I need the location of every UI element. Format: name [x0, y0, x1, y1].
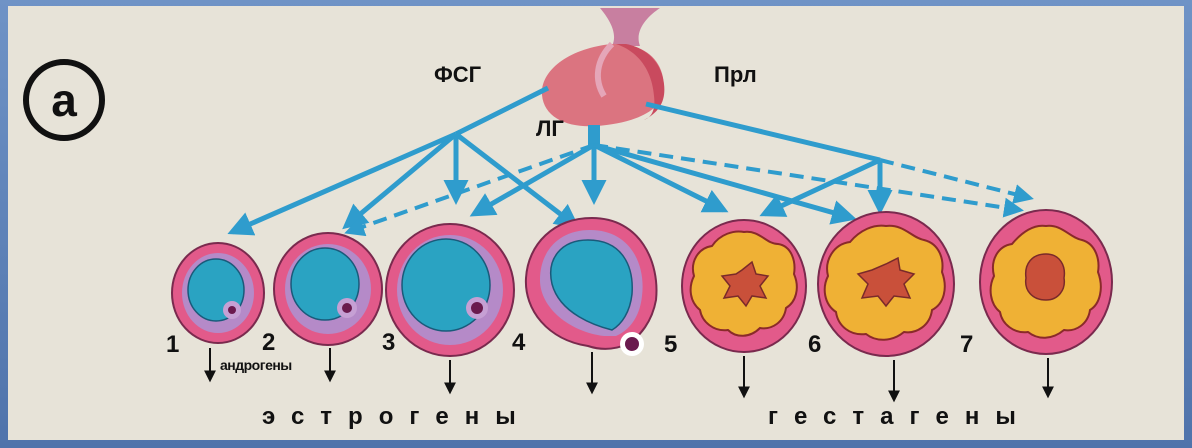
panel-label: а [51, 74, 77, 126]
follicle-stage-4 [526, 218, 657, 356]
follicle-stage-3 [386, 224, 514, 356]
prl-label: Прл [714, 62, 757, 87]
follicle-stage-2 [274, 233, 382, 345]
stage-number-3: 3 [382, 329, 395, 356]
corpus-luteum-stage-6 [818, 212, 954, 356]
pituitary-gland-icon [542, 8, 664, 126]
stage-number-4: 4 [512, 329, 526, 356]
estrogens-label: эстрогены [262, 403, 532, 430]
fsh-label: ФСГ [434, 62, 482, 87]
stage-number-2: 2 [262, 329, 275, 356]
lh-label: ЛГ [536, 116, 564, 141]
stage-number-7: 7 [960, 331, 973, 358]
androgens-label: андрогены [220, 357, 292, 373]
corpus-luteum-stage-7 [980, 210, 1112, 354]
stage-number-6: 6 [808, 331, 821, 358]
lh-stalk [588, 125, 600, 145]
output-arrows [210, 348, 1048, 400]
stage-number-1: 1 [166, 331, 179, 358]
stage-number-5: 5 [664, 331, 677, 358]
gestagens-label: гестагены [768, 403, 1032, 430]
follicle-stage-1 [172, 243, 264, 343]
corpus-luteum-stage-5 [682, 220, 806, 352]
